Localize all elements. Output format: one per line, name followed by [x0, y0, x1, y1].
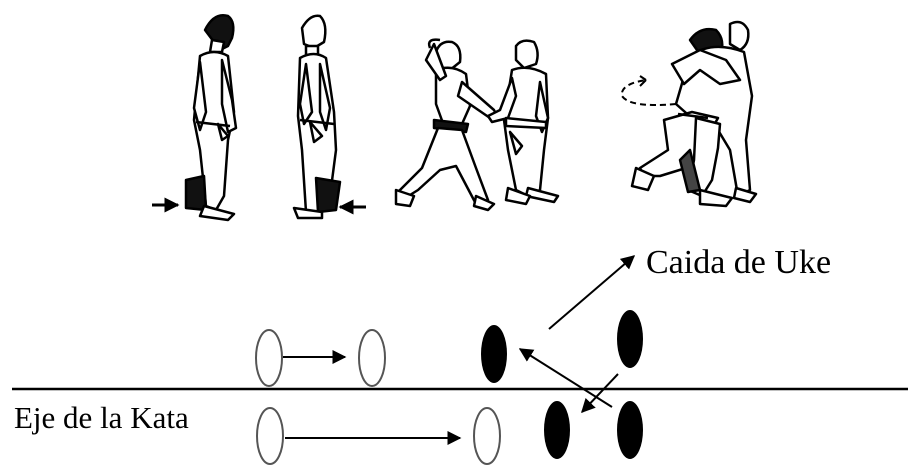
tori-footprint-end-lower [473, 407, 501, 465]
uke-footprint-center-lower [544, 401, 570, 459]
uke-footprint-center-upper [481, 325, 507, 383]
fall-direction-arrow [548, 255, 636, 330]
fall-label: Caida de Uke [646, 244, 832, 281]
judoka-pair-approach [394, 38, 560, 212]
uke-footprint-right-upper [617, 310, 643, 368]
uke-step-arrow-diagonal [518, 348, 613, 408]
axis-label: Eje de la Kata [14, 400, 189, 435]
tori-footprint-start-lower [256, 407, 284, 465]
tori-footprint-start-upper [255, 329, 283, 387]
judoka-standing-left [184, 14, 238, 222]
tori-footprint-end-upper [358, 329, 386, 387]
judoka-pair-throw [630, 20, 758, 208]
rotation-arc-icon [620, 75, 677, 106]
uke-footprint-right-lower [617, 401, 643, 459]
uke-step-arrow-down [581, 373, 619, 414]
judoka-standing-right [292, 14, 342, 220]
